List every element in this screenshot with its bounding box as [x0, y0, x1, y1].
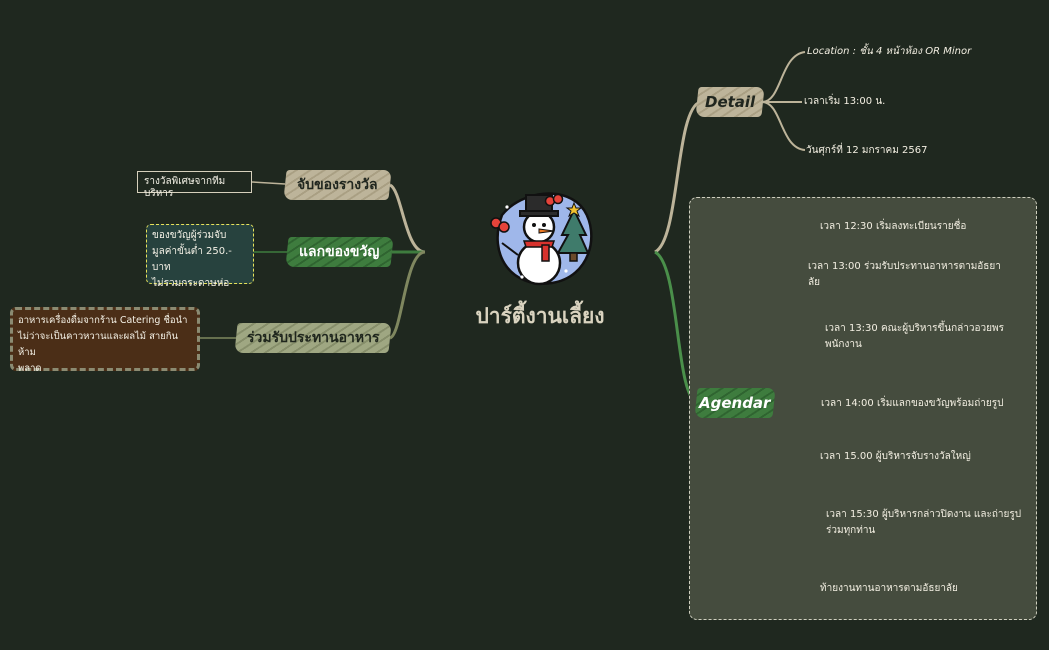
- branch-prize-draw-label: จับของรางวัล: [297, 177, 378, 193]
- agenda-item-line: เวลา 13:30 คณะผู้บริหารขึ้นกล่าวอวยพร: [825, 323, 1004, 334]
- agenda-item[interactable]: เวลา 15.00 ผู้บริหารจับรางวัลใหญ่: [820, 449, 1020, 465]
- branch-agenda-label: Agendar: [699, 394, 771, 412]
- agenda-item-line: เวลา 12:30 เริ่มลงทะเบียนรายชื่อ: [820, 221, 967, 232]
- branch-dining-label: ร่วมรับประทานอาหาร: [246, 330, 380, 346]
- agenda-item-line: ลัย: [808, 277, 820, 288]
- agenda-item[interactable]: เวลา 15:30 ผู้บริหารกล่าวปิดงาน และถ่ายร…: [826, 507, 1026, 539]
- detail-item[interactable]: เวลาเริ่ม 13:00 น.: [804, 96, 886, 107]
- note-dining-line: ไม่ว่าจะเป็นคาวหวานและผลไม้ สายกินห้าม: [18, 331, 179, 358]
- agenda-group-box: [689, 197, 1037, 620]
- agenda-item[interactable]: เวลา 14:00 เริ่มแลกของขวัญพร้อมถ่ายรูป: [821, 396, 1031, 412]
- note-gift-line: ของขวัญผู้ร่วมจับ: [152, 230, 227, 241]
- central-topic-title[interactable]: ปาร์ตี้งานเลี้ยง: [475, 304, 605, 328]
- agenda-item[interactable]: เวลา 13:00 ร่วมรับประทานอาหารตามอัธยา ลั…: [808, 259, 1018, 291]
- note-dining: อาหารเครื่องดื่มจากร้าน Catering ชื่อนำ …: [10, 307, 200, 374]
- agenda-item[interactable]: เวลา 12:30 เริ่มลงทะเบียนรายชื่อ: [820, 219, 1020, 235]
- snowman-icon: [490, 192, 593, 286]
- branch-detail-label: Detail: [704, 93, 756, 111]
- detail-item[interactable]: Location : ชั้น 4 หน้าห้อง OR Minor: [807, 46, 972, 57]
- branch-gift-exchange-label: แลกของขวัญ: [299, 244, 380, 260]
- note-gift-line: มูลค่าขั้นต่ำ 250.- บาท: [152, 246, 232, 273]
- agenda-item-line: พนักงาน: [825, 339, 862, 350]
- agenda-item[interactable]: ท้ายงานทานอาหารตามอัธยาลัย: [820, 581, 1020, 597]
- note-dining-line: พลาด: [18, 363, 42, 374]
- agenda-item-line: ท้ายงานทานอาหารตามอัธยาลัย: [820, 583, 958, 594]
- branch-gift-exchange[interactable]: แลกของขวัญ: [285, 237, 394, 267]
- agenda-item-line: เวลา 15.00 ผู้บริหารจับรางวัลใหญ่: [820, 451, 971, 462]
- note-gift-line: ไม่รวมกระดาษห่อ: [152, 278, 230, 289]
- note-gift-exchange: ของขวัญผู้ร่วมจับ มูลค่าขั้นต่ำ 250.- บา…: [146, 224, 254, 289]
- note-prize-draw: รางวัลพิเศษจากทีมบริหาร: [137, 171, 252, 199]
- branch-agenda[interactable]: Agendar: [694, 388, 776, 418]
- agenda-item[interactable]: เวลา 13:30 คณะผู้บริหารขึ้นกล่าวอวยพร พน…: [825, 321, 1025, 353]
- agenda-item-line: เวลา 14:00 เริ่มแลกของขวัญพร้อมถ่ายรูป: [821, 398, 1004, 409]
- agenda-item-line: เวลา 13:00 ร่วมรับประทานอาหารตามอัธยา: [808, 261, 1001, 272]
- branch-prize-draw[interactable]: จับของรางวัล: [283, 170, 392, 200]
- branch-dining[interactable]: ร่วมรับประทานอาหาร: [234, 323, 392, 353]
- note-prize-draw-text: รางวัลพิเศษจากทีมบริหาร: [144, 176, 226, 199]
- branch-detail[interactable]: Detail: [695, 87, 765, 117]
- note-dining-line: อาหารเครื่องดื่มจากร้าน Catering ชื่อนำ: [18, 315, 188, 326]
- agenda-item-line: ร่วมทุกท่าน: [826, 525, 876, 536]
- agenda-item-line: เวลา 15:30 ผู้บริหารกล่าวปิดงาน และถ่ายร…: [826, 509, 1022, 520]
- detail-item[interactable]: วันศุกร์ที่ 12 มกราคม 2567: [806, 145, 928, 156]
